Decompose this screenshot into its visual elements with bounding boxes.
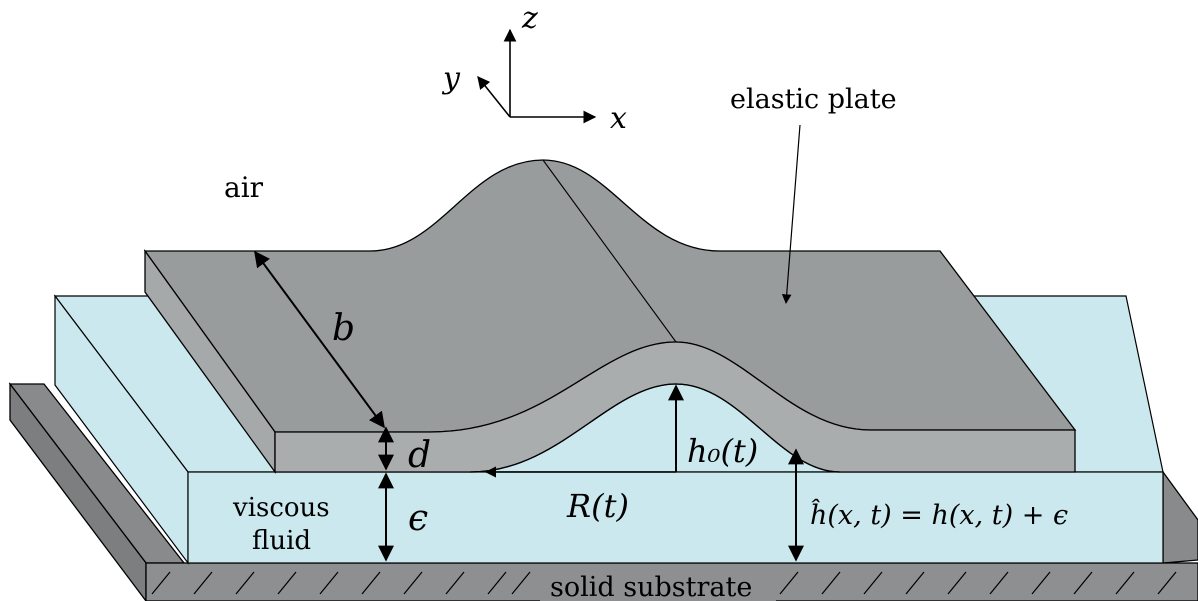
substrate-label-bg: [540, 570, 776, 601]
y-axis: [477, 76, 511, 118]
z-axis-label: z: [521, 1, 538, 36]
h0-label: h₀(t): [687, 432, 758, 470]
dimension-arrows: [254, 250, 804, 562]
epsilon-label: ϵ: [408, 498, 428, 539]
b-arrow: [254, 250, 385, 429]
x-axis-label: x: [610, 101, 627, 136]
elastic-plate-label: elastic plate: [730, 84, 897, 115]
plate-ridge-line: [542, 159, 677, 343]
R-label: R(t): [566, 487, 629, 525]
coordinate-axes: z x y: [441, 1, 627, 136]
air-label: air: [224, 171, 264, 204]
hhat-mid: = h(x, t) +: [892, 500, 1053, 531]
hhat-eps: ϵ: [1053, 500, 1068, 531]
substrate-right-ledge: [1162, 470, 1198, 564]
plate-bottom-curve: [469, 383, 841, 473]
substrate-left-face: [9, 382, 147, 601]
hhat-equation: ĥ(x, t) = h(x, t) + ϵ: [810, 498, 1068, 531]
y-axis-label: y: [441, 61, 461, 96]
elastic-plate-pointer: [781, 124, 801, 304]
b-label: b: [332, 308, 355, 349]
viscous-label: viscous: [232, 493, 330, 523]
substrate-hatching: [151, 571, 1177, 595]
d-label: d: [408, 435, 431, 476]
solid-substrate: [8, 382, 1198, 601]
fluid-label: fluid: [252, 526, 311, 556]
solid-substrate-label: solid substrate: [550, 572, 752, 601]
hhat-lhs: ĥ(x, t): [810, 498, 892, 531]
